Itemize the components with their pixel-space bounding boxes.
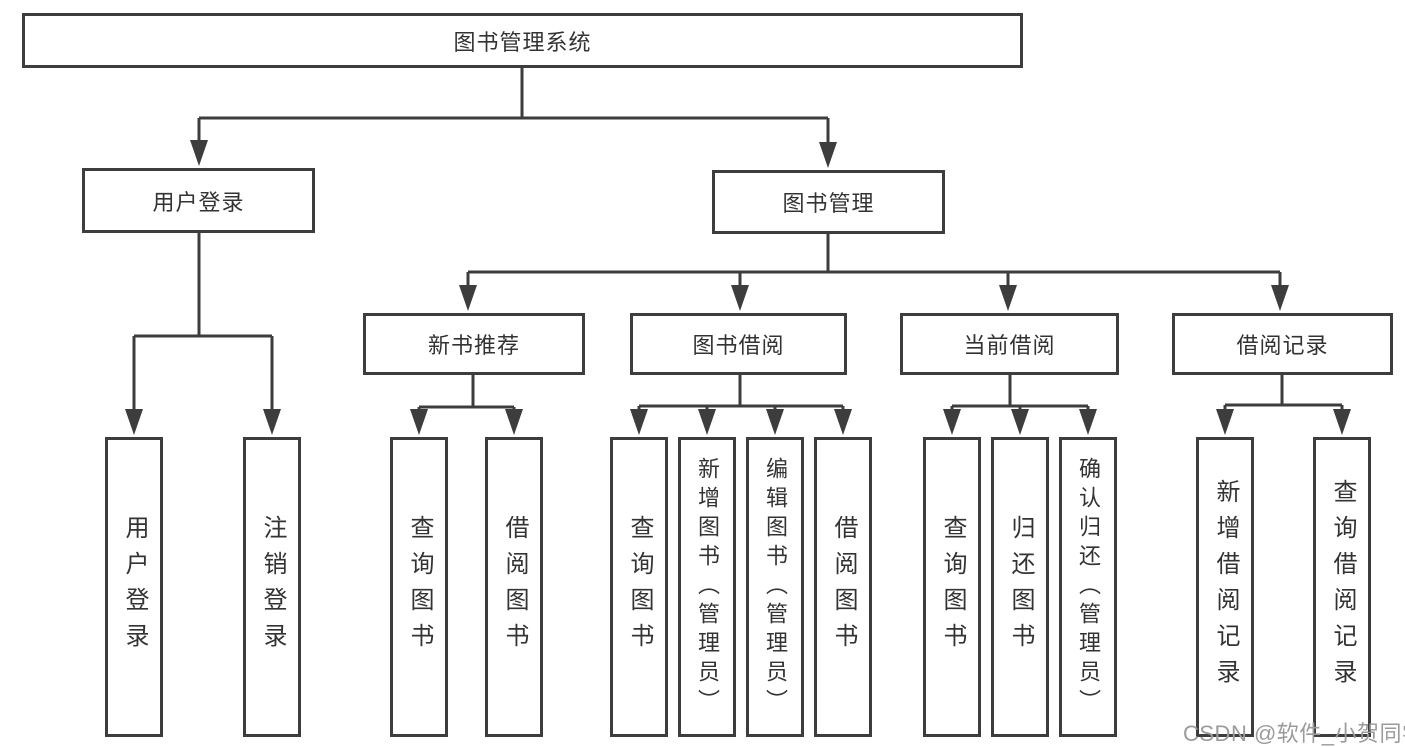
node-label: 图书借阅 [692, 333, 785, 358]
node-label: 新增借阅记录 [1212, 479, 1239, 695]
node-label: 注销登录 [259, 515, 286, 659]
node-label: 借阅记录 [1236, 333, 1329, 358]
leaf-add-borrow-record: 新增借阅记录 [1196, 437, 1254, 737]
leaf-user-login: 用户登录 [105, 437, 163, 737]
node-label: 借阅图书 [830, 515, 857, 659]
leaf-logout: 注销登录 [243, 437, 301, 737]
node-user-login-module: 用户登录 [82, 168, 315, 233]
node-library-system: 图书管理系统 [22, 13, 1023, 68]
node-book-borrowing: 图书借阅 [630, 313, 847, 375]
node-label: 查询图书 [939, 515, 966, 659]
leaf-confirm-return-admin: 确认归还（管理员） [1059, 437, 1117, 737]
node-label: 借阅图书 [501, 515, 528, 659]
leaf-query-books-borrow: 查询图书 [610, 437, 668, 737]
node-label: 当前借阅 [963, 333, 1056, 358]
node-label: 编辑图书（管理员） [763, 456, 788, 718]
node-label: 用户登录 [121, 515, 148, 659]
node-label: 归还图书 [1007, 515, 1034, 659]
leaf-return-books: 归还图书 [991, 437, 1049, 737]
node-new-book-recommend: 新书推荐 [363, 313, 585, 375]
node-label: 确认归还（管理员） [1076, 456, 1101, 718]
leaf-edit-book-admin: 编辑图书（管理员） [746, 437, 804, 737]
node-label: 图书管理系统 [453, 29, 592, 55]
node-label: 图书管理 [782, 191, 875, 216]
leaf-borrow-books-recommend: 借阅图书 [485, 437, 543, 737]
node-label: 查询图书 [406, 515, 433, 659]
node-book-management: 图书管理 [712, 170, 945, 234]
node-label: 新增图书（管理员） [695, 456, 720, 718]
node-current-borrowing: 当前借阅 [900, 313, 1119, 375]
leaf-query-borrow-record: 查询借阅记录 [1313, 437, 1371, 737]
leaf-borrow-books: 借阅图书 [814, 437, 872, 737]
node-label: 新书推荐 [427, 333, 520, 358]
csdn-watermark: CSDN @软件_小贺同学 [1183, 721, 1405, 746]
node-borrow-records: 借阅记录 [1172, 313, 1393, 375]
leaf-query-books-recommend: 查询图书 [390, 437, 448, 737]
node-label: 用户登录 [152, 189, 245, 215]
leaf-add-book-admin: 新增图书（管理员） [678, 437, 736, 737]
node-label: 查询借阅记录 [1329, 479, 1356, 695]
leaf-query-books-current: 查询图书 [923, 437, 981, 737]
node-label: 查询图书 [626, 515, 653, 659]
